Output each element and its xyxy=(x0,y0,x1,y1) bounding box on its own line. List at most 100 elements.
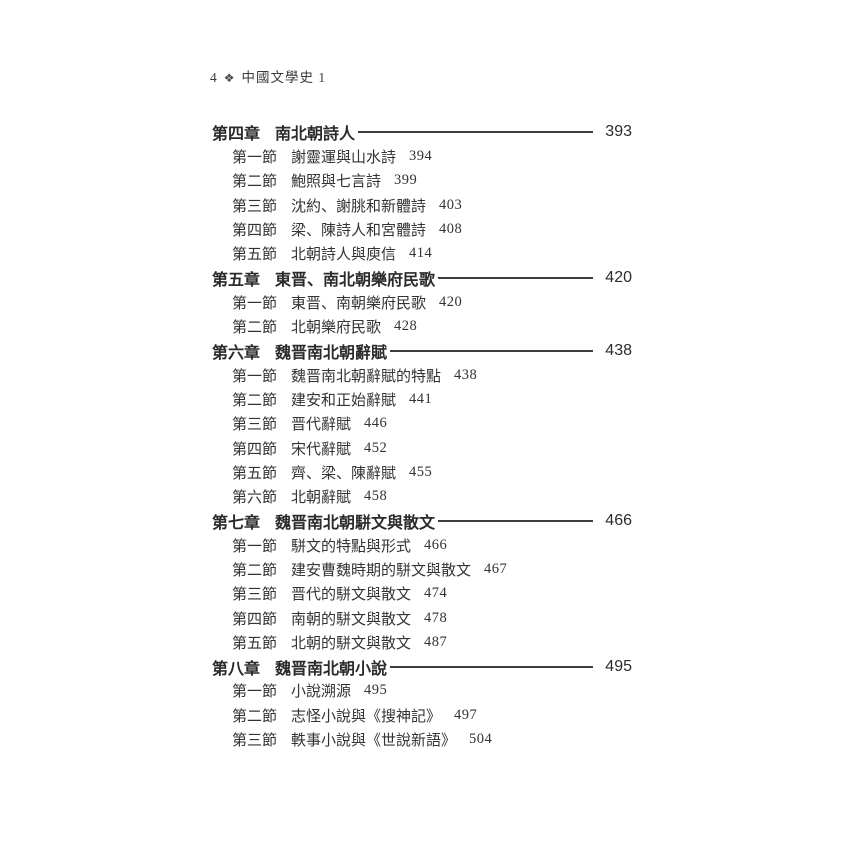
section-label: 第三節 xyxy=(232,733,278,750)
section-label: 第四節 xyxy=(232,441,278,458)
chapter-page-number: 466 xyxy=(605,511,632,529)
leader-line xyxy=(358,131,593,134)
section-page-number: 399 xyxy=(394,172,418,189)
chapter-label: 第七章 xyxy=(212,514,261,532)
section-row: 第二節 建安曹魏時期的駢文與散文 467 xyxy=(212,557,632,581)
chapter-row: 第七章 魏晋南北朝駢文與散文 466 xyxy=(212,509,632,533)
section-page-number: 441 xyxy=(409,390,433,407)
section-page-number: 478 xyxy=(424,609,448,626)
section-page-number: 455 xyxy=(409,463,433,480)
section-title: 北朝的駢文與散文 xyxy=(291,635,412,652)
section-title: 北朝辭賦 xyxy=(291,490,352,507)
section-page-number: 467 xyxy=(484,560,508,577)
section-label: 第二節 xyxy=(232,174,278,191)
section-label: 第五節 xyxy=(232,247,278,264)
section-label: 第二節 xyxy=(232,708,278,725)
section-title: 晋代辭賦 xyxy=(291,417,352,434)
chapter-label: 第五章 xyxy=(212,271,261,289)
section-row: 第四節 宋代辭賦 452 xyxy=(212,436,632,460)
section-label: 第二節 xyxy=(232,320,278,337)
chapter-page-number: 438 xyxy=(605,341,632,359)
section-row: 第二節 鮑照與七言詩 399 xyxy=(212,169,632,193)
section-row: 第二節 建安和正始辭賦 441 xyxy=(212,387,632,411)
chapter-row: 第八章 魏晋南北朝小說 495 xyxy=(212,655,632,679)
section-page-number: 446 xyxy=(364,415,388,432)
section-page-number: 452 xyxy=(364,439,388,456)
chapter-title: 魏晋南北朝辭賦 xyxy=(275,344,388,362)
section-title: 沈約、謝朓和新體詩 xyxy=(291,198,427,215)
section-page-number: 495 xyxy=(364,682,388,699)
section-page-number: 403 xyxy=(439,196,463,213)
section-row: 第五節 北朝詩人與庾信 414 xyxy=(212,241,632,265)
chapter-page-number: 495 xyxy=(605,657,632,675)
section-page-number: 504 xyxy=(469,731,493,748)
section-label: 第三節 xyxy=(232,198,278,215)
section-row: 第一節 東晋、南朝樂府民歌 420 xyxy=(212,290,632,314)
section-row: 第一節 小說溯源 495 xyxy=(212,679,632,703)
section-row: 第四節 梁、陳詩人和宮體詩 408 xyxy=(212,217,632,241)
section-row: 第一節 駢文的特點與形式 466 xyxy=(212,533,632,557)
section-title: 宋代辭賦 xyxy=(291,441,352,458)
section-row: 第二節 志怪小說與《搜神記》 497 xyxy=(212,703,632,727)
section-title: 齊、梁、陳辭賦 xyxy=(291,465,397,482)
leader-line xyxy=(390,349,593,352)
section-title: 小說溯源 xyxy=(291,684,352,701)
chapter-label: 第四章 xyxy=(212,126,261,144)
section-page-number: 420 xyxy=(439,293,463,310)
table-of-contents: 第四章 南北朝詩人 393 第一節 謝靈運與山水詩 394 第二節 鮑照與七言詩… xyxy=(212,120,632,752)
section-row: 第一節 魏晋南北朝辭賦的特點 438 xyxy=(212,363,632,387)
section-page-number: 438 xyxy=(454,366,478,383)
section-label: 第一節 xyxy=(232,538,278,555)
header-book-title: 中國文學史 1 xyxy=(241,70,327,85)
section-row: 第三節 晋代辭賦 446 xyxy=(212,412,632,436)
ornament-icon: ❖ xyxy=(223,71,236,85)
section-title: 建安和正始辭賦 xyxy=(291,392,397,409)
section-label: 第二節 xyxy=(232,562,278,579)
section-page-number: 394 xyxy=(409,147,433,164)
chapter-title: 南北朝詩人 xyxy=(275,126,356,144)
section-label: 第六節 xyxy=(232,490,278,507)
section-label: 第三節 xyxy=(232,587,278,604)
section-label: 第一節 xyxy=(232,368,278,385)
section-page-number: 474 xyxy=(424,585,448,602)
section-label: 第五節 xyxy=(232,465,278,482)
section-title: 東晋、南朝樂府民歌 xyxy=(291,295,427,312)
section-row: 第六節 北朝辭賦 458 xyxy=(212,484,632,508)
section-page-number: 428 xyxy=(394,318,418,335)
chapter-title: 東晋、南北朝樂府民歌 xyxy=(275,271,436,289)
section-label: 第二節 xyxy=(232,392,278,409)
leader-line xyxy=(438,276,593,279)
section-title: 南朝的駢文與散文 xyxy=(291,611,412,628)
section-label: 第一節 xyxy=(232,295,278,312)
section-title: 謝靈運與山水詩 xyxy=(291,149,397,166)
chapter-title: 魏晋南北朝駢文與散文 xyxy=(275,514,436,532)
section-row: 第三節 沈約、謝朓和新體詩 403 xyxy=(212,193,632,217)
header-page-number: 4 xyxy=(210,70,218,85)
section-row: 第五節 齊、梁、陳辭賦 455 xyxy=(212,460,632,484)
section-page-number: 487 xyxy=(424,633,448,650)
section-label: 第四節 xyxy=(232,222,278,239)
section-title: 魏晋南北朝辭賦的特點 xyxy=(291,368,442,385)
section-row: 第一節 謝靈運與山水詩 394 xyxy=(212,144,632,168)
chapter-row: 第五章 東晋、南北朝樂府民歌 420 xyxy=(212,266,632,290)
section-title: 鮑照與七言詩 xyxy=(291,174,382,191)
chapter-row: 第六章 魏晋南北朝辭賦 438 xyxy=(212,339,632,363)
section-label: 第五節 xyxy=(232,635,278,652)
section-title: 駢文的特點與形式 xyxy=(291,538,412,555)
section-title: 北朝詩人與庾信 xyxy=(291,247,397,264)
section-label: 第一節 xyxy=(232,684,278,701)
section-title: 志怪小說與《搜神記》 xyxy=(291,708,442,725)
running-header: 4 ❖ 中國文學史 1 xyxy=(210,66,326,86)
chapter-label: 第六章 xyxy=(212,344,261,362)
section-page-number: 414 xyxy=(409,245,433,262)
section-title: 北朝樂府民歌 xyxy=(291,320,382,337)
chapter-title: 魏晋南北朝小說 xyxy=(275,660,388,678)
section-label: 第一節 xyxy=(232,149,278,166)
section-title: 建安曹魏時期的駢文與散文 xyxy=(291,562,472,579)
section-row: 第三節 晋代的駢文與散文 474 xyxy=(212,582,632,606)
section-title: 軼事小說與《世說新語》 xyxy=(291,733,457,750)
chapter-row: 第四章 南北朝詩人 393 xyxy=(212,120,632,144)
section-row: 第二節 北朝樂府民歌 428 xyxy=(212,314,632,338)
section-title: 晋代的駢文與散文 xyxy=(291,587,412,604)
